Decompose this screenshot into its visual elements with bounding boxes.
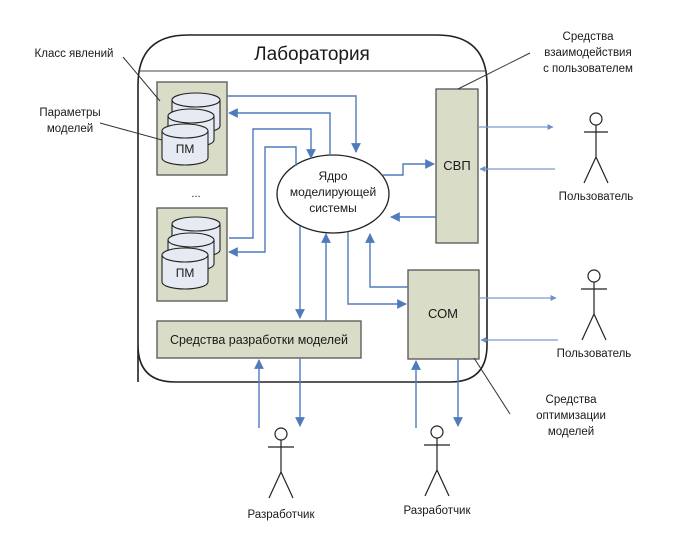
person-icon	[583, 112, 609, 184]
actor-user-1[interactable]: Пользователь	[559, 112, 634, 203]
callout-interaction-line1: Средства	[563, 31, 615, 43]
actor-label: Разработчик	[403, 505, 471, 517]
arrow-core-to-box2	[228, 146, 297, 257]
dev-tools-box-bg	[156, 320, 362, 359]
cylinder-label: ПМ	[176, 266, 195, 280]
core-ellipse	[276, 154, 390, 234]
core-label-line3: системы	[309, 201, 357, 215]
svp-box-bg	[435, 88, 479, 244]
actor-label: Пользователь	[557, 348, 632, 360]
callout-phenomena-class: Класс явлений	[35, 48, 114, 60]
person-icon	[581, 269, 607, 341]
callout-optimization-line1: Средства	[546, 394, 598, 406]
person-icon	[268, 427, 294, 499]
callout-model-params-line1: Параметры	[39, 107, 100, 119]
ellipsis-label: ...	[191, 188, 200, 200]
internal-flows	[227, 95, 436, 321]
external-flows	[254, 124, 558, 428]
leader-optimization	[473, 357, 511, 415]
leader-model-params	[99, 122, 163, 141]
callout-interaction-line2: взаимодействия	[544, 47, 631, 59]
database-stack-icon	[161, 92, 221, 166]
actor-developer-1[interactable]: Разработчик	[247, 427, 315, 521]
callout-model-params-line2: моделей	[47, 123, 93, 135]
dev-tools-label: Средства разработки моделей	[170, 333, 348, 347]
actor-user-2[interactable]: Пользователь	[557, 269, 632, 360]
svp-label: СВП	[443, 158, 470, 173]
model-class-box-bottom[interactable]: ПМ	[156, 207, 228, 302]
arrow-box2-to-core	[229, 128, 316, 239]
dev-tools-box[interactable]: Средства разработки моделей	[156, 320, 362, 359]
leader-phenomena-class	[122, 56, 161, 102]
model-class-box-top[interactable]: ПМ	[156, 81, 228, 176]
database-stack-icon	[161, 216, 221, 290]
callout-interaction-line3: с пользователем	[543, 63, 633, 75]
actor-label: Разработчик	[247, 509, 315, 521]
core-system-node[interactable]: Ядро моделирующей системы	[276, 154, 390, 234]
callout-optimization-line2: оптимизации	[536, 410, 606, 422]
actor-developer-2[interactable]: Разработчик	[403, 425, 471, 517]
som-box-bg	[407, 269, 480, 360]
callout-leaders	[99, 52, 531, 415]
arrow-core-to-box1	[228, 108, 331, 156]
core-label-line2: моделирующей	[290, 185, 376, 199]
callout-optimization-line3: моделей	[548, 426, 594, 438]
som-box[interactable]: СОМ	[407, 269, 480, 360]
svp-box[interactable]: СВП	[435, 88, 479, 244]
actor-label: Пользователь	[559, 191, 634, 203]
arrow-box1-to-core	[227, 95, 361, 153]
core-label-line1: Ядро	[318, 169, 347, 183]
container-title: Лаборатория	[254, 44, 370, 65]
cylinder-label: ПМ	[176, 142, 195, 156]
arrow-core-to-svp	[383, 159, 435, 176]
arrow-core-to-som	[347, 232, 407, 309]
arrow-som-to-core	[365, 233, 408, 288]
leader-interaction	[457, 52, 531, 90]
callout-labels: Класс явлений Параметры моделей Средства…	[35, 31, 633, 438]
som-label: СОМ	[428, 306, 458, 321]
person-icon	[424, 425, 450, 497]
